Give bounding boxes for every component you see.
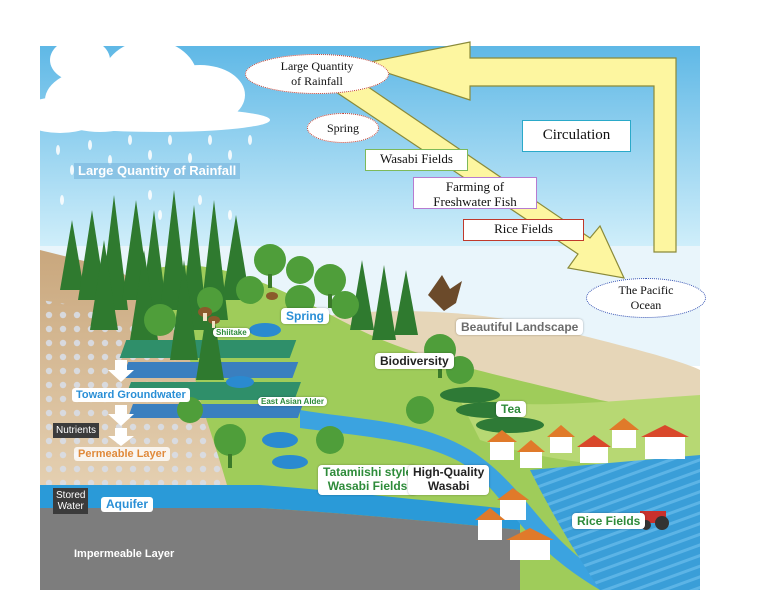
tea-bushes: [440, 387, 544, 433]
rice-fields-box: Rice Fields: [463, 219, 584, 241]
tatamiishi-label: Tatamiishi style Wasabi Fields: [318, 465, 418, 495]
toward-groundwater-label: Toward Groundwater: [72, 388, 190, 403]
eagle: [428, 275, 462, 311]
aquifer-label: Aquifer: [101, 497, 153, 513]
rice-fields-scene-label: Rice Fields: [572, 513, 646, 529]
stored-water-label: Stored Water: [53, 488, 89, 514]
tea-label: Tea: [496, 401, 526, 417]
rain-drops: [56, 135, 252, 220]
permeable-layer-label: Permeable Layer: [74, 447, 171, 462]
circulation-box: Circulation: [522, 120, 631, 152]
large-rainfall-ellipse: Large Quantity of Rainfall: [245, 54, 389, 94]
impermeable-layer: [40, 508, 520, 590]
wasabi-fields-box: Wasabi Fields: [365, 149, 468, 171]
shiitake-label: Shiitake: [213, 328, 250, 337]
east-asian-alder-label: East Asian Alder: [258, 397, 327, 406]
nutrients-label: Nutrients: [53, 423, 100, 438]
shiitake-mushrooms: [198, 292, 278, 328]
impermeable-layer-label: Impermeable Layer: [74, 548, 175, 560]
rain-cloud: [20, 38, 270, 133]
high-quality-wasabi-label: High-Quality Wasabi: [408, 465, 490, 495]
village-houses: [475, 418, 689, 560]
farming-fish-box: Farming of Freshwater Fish: [413, 177, 537, 209]
aquifer-layer: [40, 485, 520, 530]
biodiversity-label: Biodiversity: [375, 353, 454, 369]
groundwater-arrows: [108, 360, 134, 446]
beautiful-landscape-label: Beautiful Landscape: [456, 319, 584, 335]
rainfall-sky-label: Large Quantity of Rainfall: [74, 163, 241, 180]
spring-ellipse: Spring: [307, 113, 379, 143]
circulation-arrow-return: [357, 41, 677, 253]
spring-scene-label: Spring: [281, 308, 329, 324]
pacific-ocean-ellipse: The Pacific Ocean: [586, 278, 706, 318]
